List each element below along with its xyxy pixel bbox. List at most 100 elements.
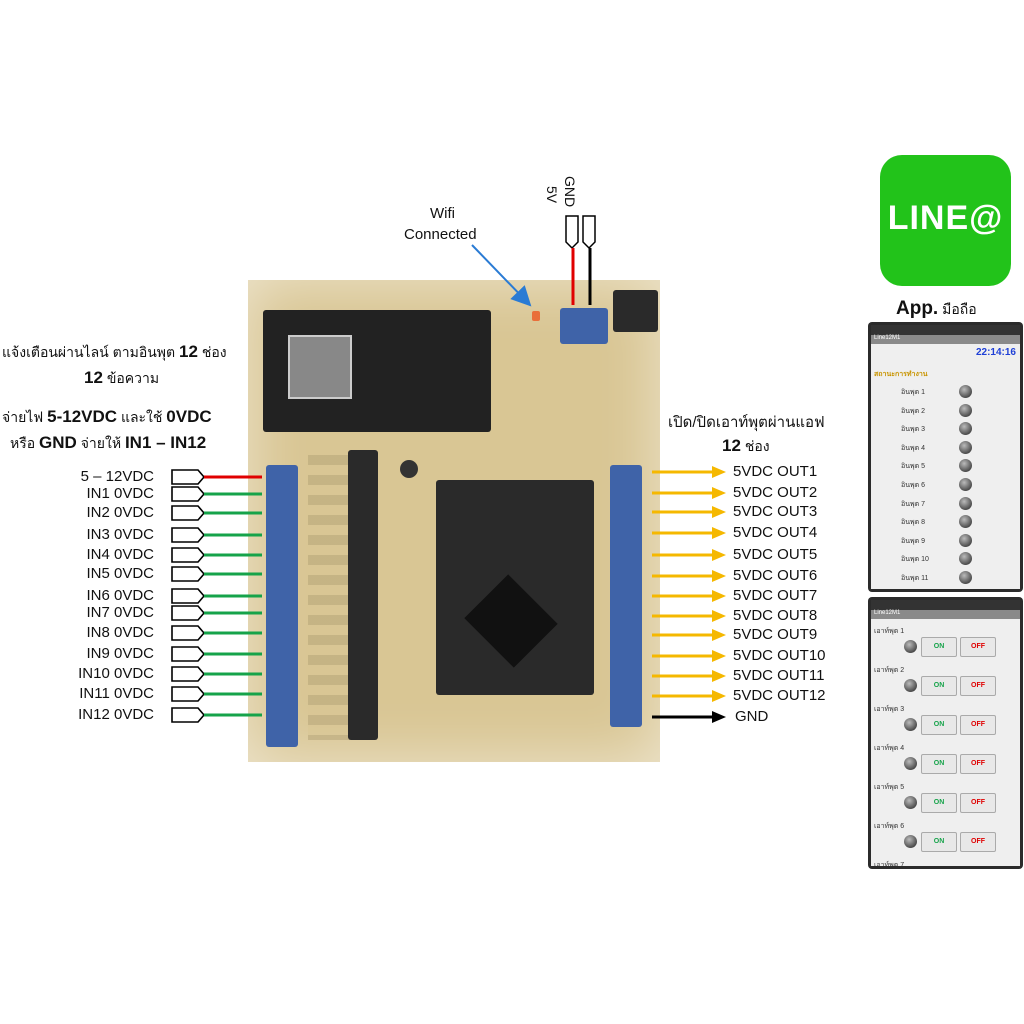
output-label: 5VDC OUT12 <box>733 687 826 704</box>
supply-note: จ่ายไฟ 5-12VDC และใช้ 0VDC <box>2 407 212 429</box>
note-text: หรือ <box>10 435 36 451</box>
output-status-led-icon <box>904 796 917 809</box>
note-number: 12 <box>179 342 198 361</box>
output-on-button[interactable]: ON <box>921 637 957 657</box>
output-arrowhead <box>712 610 726 622</box>
input-status-label: อินพุต 9 <box>901 537 925 545</box>
output-channel-label: เอาท์พุต 5 <box>874 784 905 791</box>
note-number: 12 <box>84 368 103 387</box>
output-off-button[interactable]: OFF <box>960 715 996 735</box>
output-off-button[interactable]: OFF <box>960 754 996 774</box>
output-status-led-icon <box>904 835 917 848</box>
note-text: ช่อง <box>201 344 227 360</box>
input-connector <box>171 605 206 621</box>
phone-input-status: Line12M1 22:14:16 สถานะการทำงาน อินพุต 1… <box>868 322 1023 592</box>
app-caption-rest: มือถือ <box>942 301 977 317</box>
app-caption: App. มือถือ <box>896 298 977 321</box>
input-label: IN2 0VDC <box>86 504 154 521</box>
input-connector <box>171 686 206 702</box>
input-status-label: อินพุต 3 <box>901 426 925 434</box>
output-status-led-icon <box>904 640 917 653</box>
input-status-label: อินพุต 5 <box>901 463 925 471</box>
output-off-button[interactable]: OFF <box>960 676 996 696</box>
pin-header <box>348 450 378 740</box>
input-label: IN12 0VDC <box>78 706 154 723</box>
input-label: IN3 0VDC <box>86 526 154 543</box>
input-status-label: อินพุต 1 <box>901 389 925 396</box>
output-on-button[interactable]: ON <box>921 832 957 852</box>
line-notify-note: แจ้งเตือนผ่านไลน์ ตามอินพุต 12 ช่อง <box>2 342 227 364</box>
input-status-led-icon <box>959 440 972 454</box>
output-off-button[interactable]: OFF <box>960 832 996 852</box>
output-channel-label: เอาท์พุต 3 <box>874 706 905 713</box>
capacitor <box>400 460 418 478</box>
phone2-statusbar <box>871 600 1020 610</box>
app-control-note-2: 12 ช่อง <box>722 436 770 458</box>
gnd-output-label: GND <box>735 708 769 725</box>
note-text: จ่ายให้ <box>80 435 122 451</box>
input-status-led-icon <box>959 385 972 398</box>
app-caption-bold: App. <box>896 298 939 319</box>
phone1-section-title: สถานะการทำงาน <box>874 371 928 378</box>
dc-jack <box>613 290 658 332</box>
output-arrowhead <box>712 670 726 682</box>
input-connector <box>171 666 206 682</box>
input-connector <box>171 707 206 723</box>
output-label: 5VDC OUT1 <box>733 463 818 480</box>
note-text: จ่ายไฟ <box>2 409 44 425</box>
output-channel-label: เอาท์พุต 7 <box>874 862 905 866</box>
output-on-button[interactable]: ON <box>921 715 957 735</box>
input-label: IN5 0VDC <box>86 565 154 582</box>
output-label: 5VDC OUT11 <box>733 667 825 684</box>
phone1-appbar: Line12M1 <box>871 335 1020 344</box>
output-channel-label: เอาท์พุต 2 <box>874 667 905 674</box>
input-label: IN11 0VDC <box>79 685 154 702</box>
note-text: ข้อความ <box>106 370 160 386</box>
input-connector <box>171 469 206 485</box>
wifi-chip-shield <box>288 335 352 399</box>
resistor-array <box>308 455 353 740</box>
input-status-label: อินพุต 11 <box>901 575 929 582</box>
input-status-label: อินพุต 10 <box>901 556 929 564</box>
output-arrowhead <box>712 549 726 561</box>
power-terminal <box>560 308 608 344</box>
output-on-button[interactable]: ON <box>921 793 957 813</box>
line-notify-note-2: 12 ข้อความ <box>84 368 159 390</box>
input-connector <box>171 566 206 582</box>
output-on-button[interactable]: ON <box>921 676 957 696</box>
output-on-button[interactable]: ON <box>921 754 957 774</box>
input-connector <box>171 646 206 662</box>
input-label: IN8 0VDC <box>86 624 154 641</box>
input-status-label: อินพุต 4 <box>901 444 925 452</box>
input-connector <box>171 505 206 521</box>
wifi-led <box>532 311 540 321</box>
output-arrowhead <box>712 629 726 641</box>
input-label: IN1 0VDC <box>86 485 154 502</box>
output-terminal-block <box>610 465 642 727</box>
output-label: 5VDC OUT8 <box>733 607 818 624</box>
output-channel-label: เอาท์พุต 1 <box>874 628 905 635</box>
wifi-label-line2: Connected <box>404 226 477 243</box>
supply-note-2: หรือ GND จ่ายให้ IN1 – IN12 <box>10 433 206 455</box>
note-number: 12 <box>722 436 741 455</box>
output-off-button[interactable]: OFF <box>960 637 996 657</box>
wifi-pointer-arrow <box>471 244 532 307</box>
note-text: แจ้งเตือนผ่านไลน์ ตามอินพุต <box>2 344 176 360</box>
phone1-clock: 22:14:16 <box>975 347 1016 358</box>
output-off-button[interactable]: OFF <box>960 793 996 813</box>
output-label: 5VDC OUT7 <box>733 587 818 604</box>
output-label: 5VDC OUT5 <box>733 546 818 563</box>
input-label: IN9 0VDC <box>86 645 154 662</box>
output-label: 5VDC OUT2 <box>733 484 818 501</box>
input-label: IN4 0VDC <box>86 546 154 563</box>
input-status-led-icon <box>959 478 972 491</box>
note-bold: GND <box>39 433 77 452</box>
output-label: 5VDC OUT6 <box>733 567 818 584</box>
input-connector <box>171 527 206 543</box>
output-arrowhead <box>712 590 726 602</box>
input-connector <box>171 547 206 563</box>
input-label: IN6 0VDC <box>86 587 154 604</box>
output-channel-label: เอาท์พุต 6 <box>874 823 905 830</box>
